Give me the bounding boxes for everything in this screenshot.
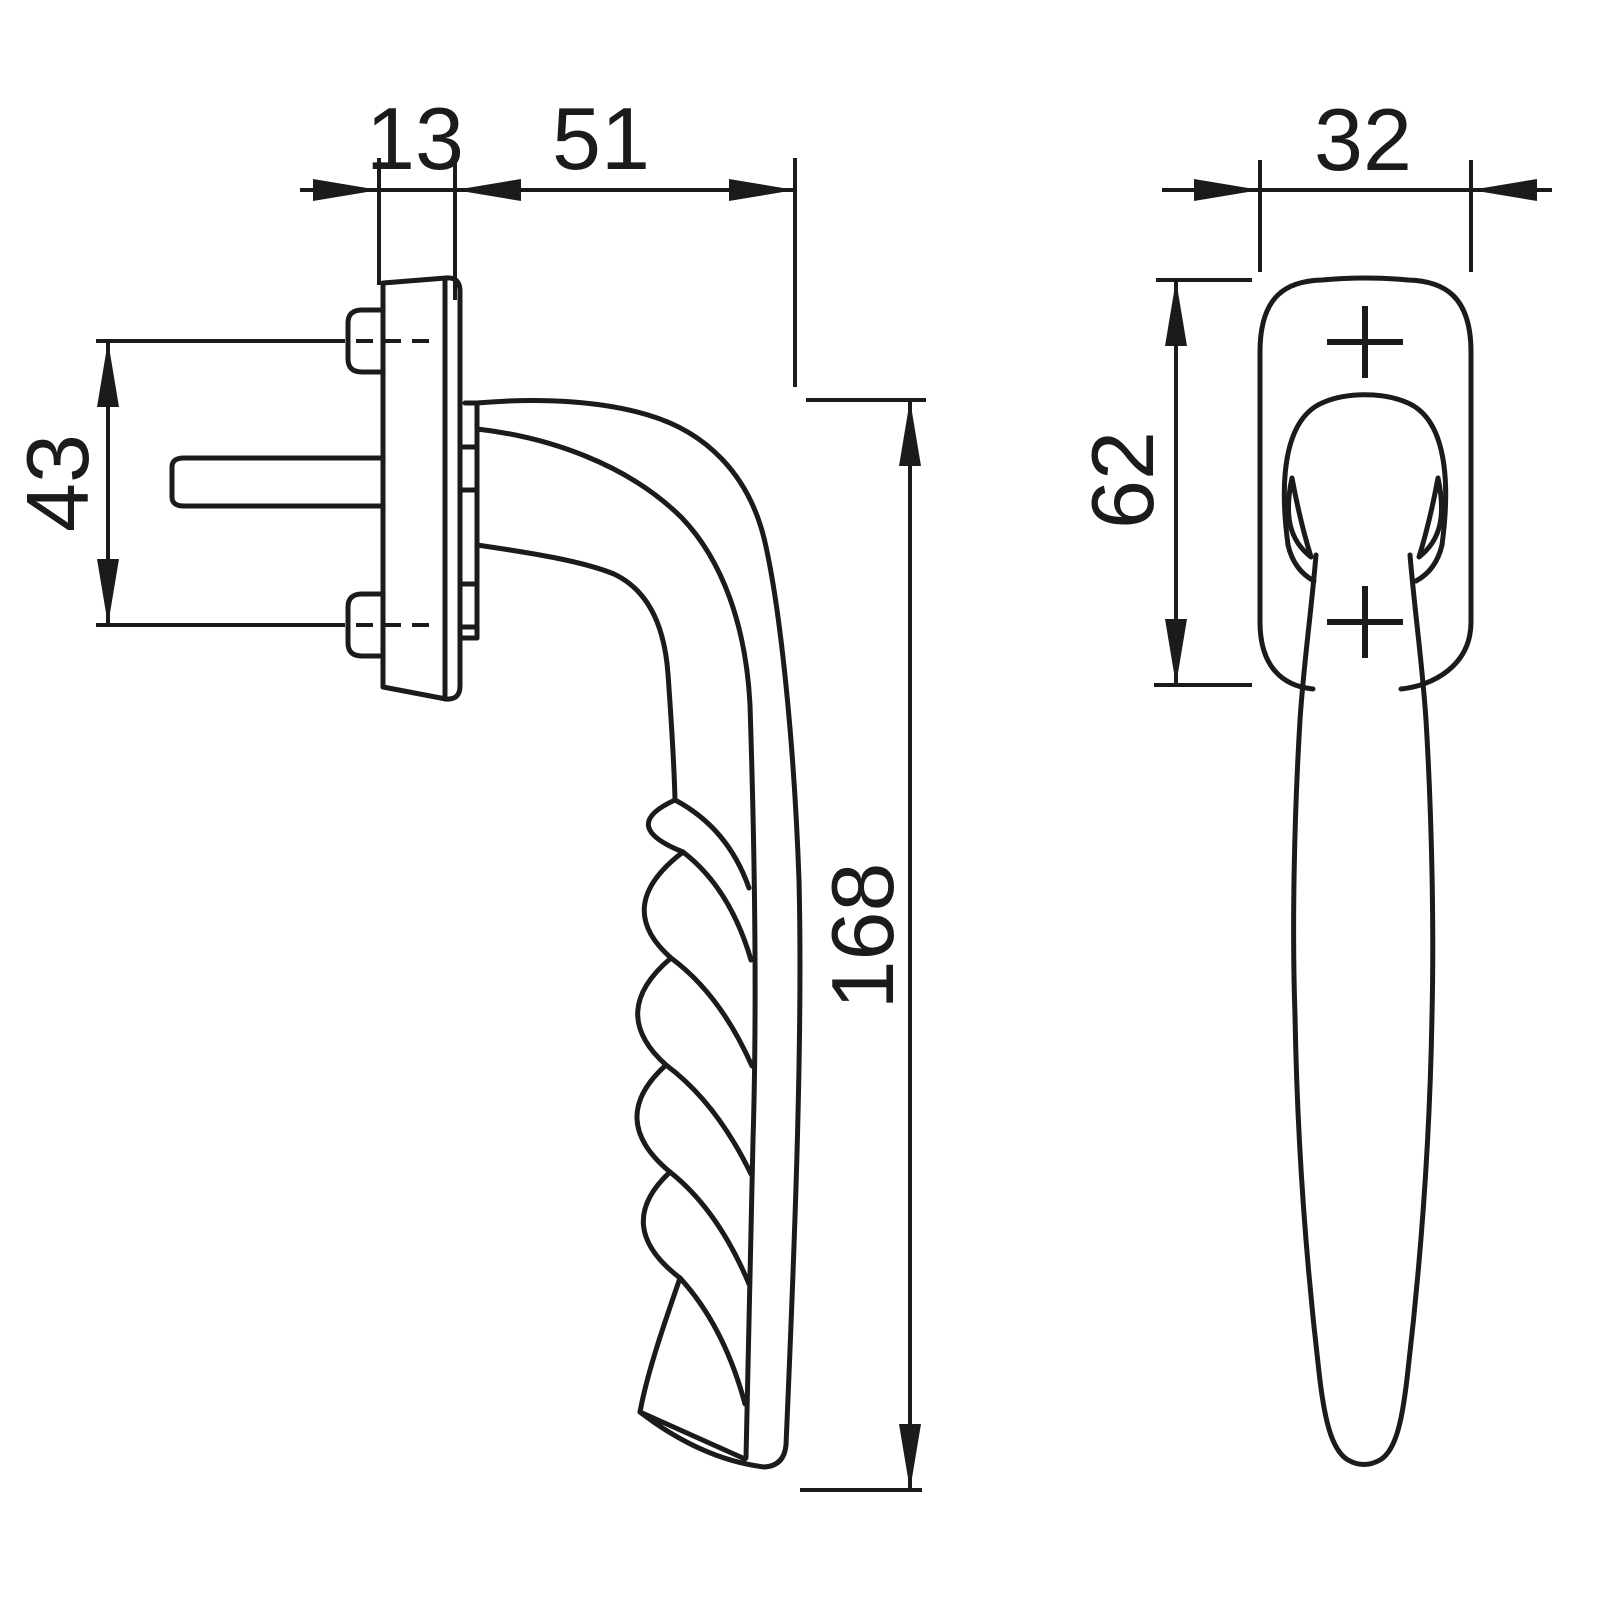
- spindle-shaft: [169, 455, 386, 509]
- handle-front-outline: [1291, 552, 1436, 1467]
- collar-petal-left: [1285, 475, 1314, 560]
- collar-petal-right: [1416, 475, 1445, 560]
- screw-cross-bottom-icon: [1327, 586, 1403, 658]
- dim-label-51: 51: [552, 89, 650, 188]
- dim-label-168: 168: [813, 863, 912, 1010]
- dimension-168: 168: [800, 398, 926, 1492]
- dim-arrow-62-up: [1165, 280, 1187, 346]
- dimension-32: 32: [1162, 90, 1552, 272]
- dim-label-62: 62: [1073, 431, 1172, 529]
- side-view: [169, 275, 803, 1470]
- grip-ridge-line: [474, 426, 758, 1461]
- handle-bottom-cap-line: [637, 1409, 748, 1462]
- dimension-62: 62: [1073, 278, 1252, 687]
- dim-arrow-62-down: [1165, 619, 1187, 685]
- dim-arrow-13-left: [313, 179, 379, 201]
- dimension-51: 51: [552, 89, 797, 387]
- finger-groove-scale-arcs: [663, 797, 755, 1407]
- collar-dome-right-flare: [1413, 542, 1445, 584]
- dim-label-13: 13: [366, 89, 464, 188]
- handle-bottom-contour: [637, 1409, 789, 1470]
- dim-arrow-168-down: [899, 1424, 921, 1490]
- screw-cross-top-icon: [1327, 306, 1403, 378]
- dim-arrow-32-right: [1471, 179, 1537, 201]
- finger-grip-scallops: [474, 542, 686, 1415]
- dim-arrow-51-right: [729, 179, 795, 201]
- dim-arrow-32-left: [1194, 179, 1260, 201]
- rosette-side-profile: [380, 275, 463, 702]
- dimension-13: 13: [300, 89, 795, 300]
- dim-label-43: 43: [8, 434, 107, 532]
- dim-arrow-168-up: [899, 400, 921, 466]
- screw-boss-bottom: [345, 591, 386, 659]
- front-view: [1257, 275, 1474, 1467]
- dim-arrow-43-up: [97, 341, 119, 407]
- dim-label-32: 32: [1314, 90, 1412, 189]
- collar-dome-left-flare: [1285, 542, 1317, 584]
- collar-dome: [1281, 392, 1449, 548]
- dim-arrow-13-right: [455, 179, 521, 201]
- dim-arrow-43-down: [97, 559, 119, 625]
- rosette-front: [1257, 275, 1474, 692]
- handle-top-back-outline: [474, 397, 803, 1448]
- screw-boss-top: [345, 307, 386, 375]
- handle-collar-joint: [457, 400, 480, 641]
- dimension-43: 43: [8, 339, 440, 627]
